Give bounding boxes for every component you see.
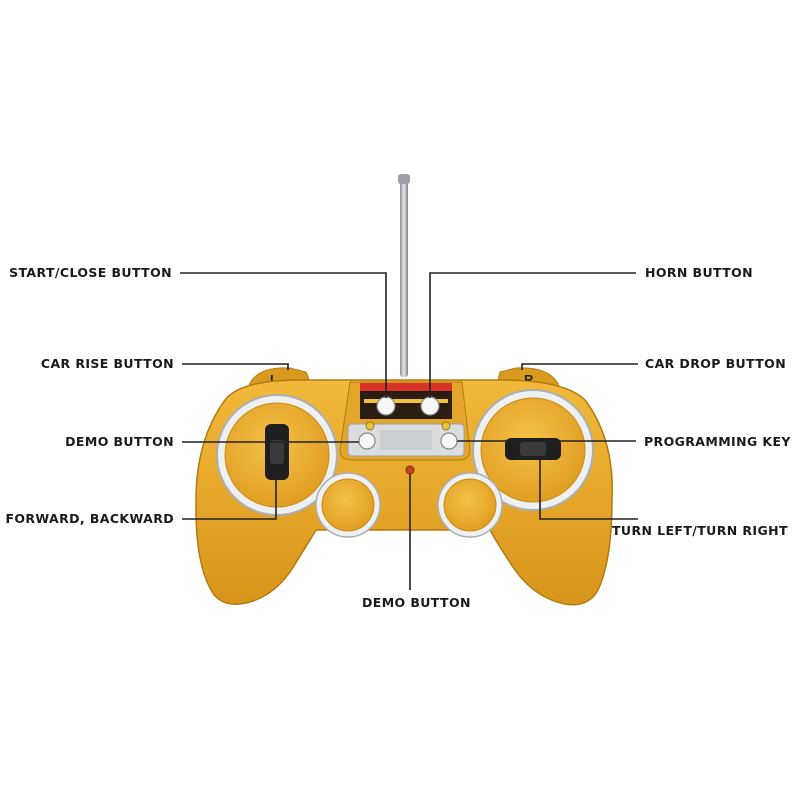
label-programming-key: PROGRAMMING KEY [644, 434, 791, 450]
horn-button [421, 397, 439, 415]
lower-left-button [322, 479, 374, 531]
label-forward-backward: FORWARD, BACKWARD [5, 511, 174, 527]
label-demo-button-bottom: DEMO BUTTON [362, 595, 471, 611]
start-close-button [377, 397, 395, 415]
antenna-tip [398, 174, 410, 184]
label-car-rise-button: CAR RISE BUTTON [41, 356, 174, 372]
antenna [400, 177, 408, 377]
leader-car-drop [522, 364, 638, 370]
lower-right-button [444, 479, 496, 531]
label-car-drop-button: CAR DROP BUTTON [645, 356, 786, 372]
demo-button-left [359, 433, 375, 449]
label-start-close-button: START/CLOSE BUTTON [9, 265, 172, 281]
label-demo-button-left: DEMO BUTTON [65, 434, 174, 450]
programming-key-button [441, 433, 457, 449]
label-horn-button: HORN BUTTON [645, 265, 753, 281]
label-turn-left-right: TURN LEFT/TURN RIGHT [612, 523, 788, 539]
demo-indicator-light [406, 466, 414, 474]
